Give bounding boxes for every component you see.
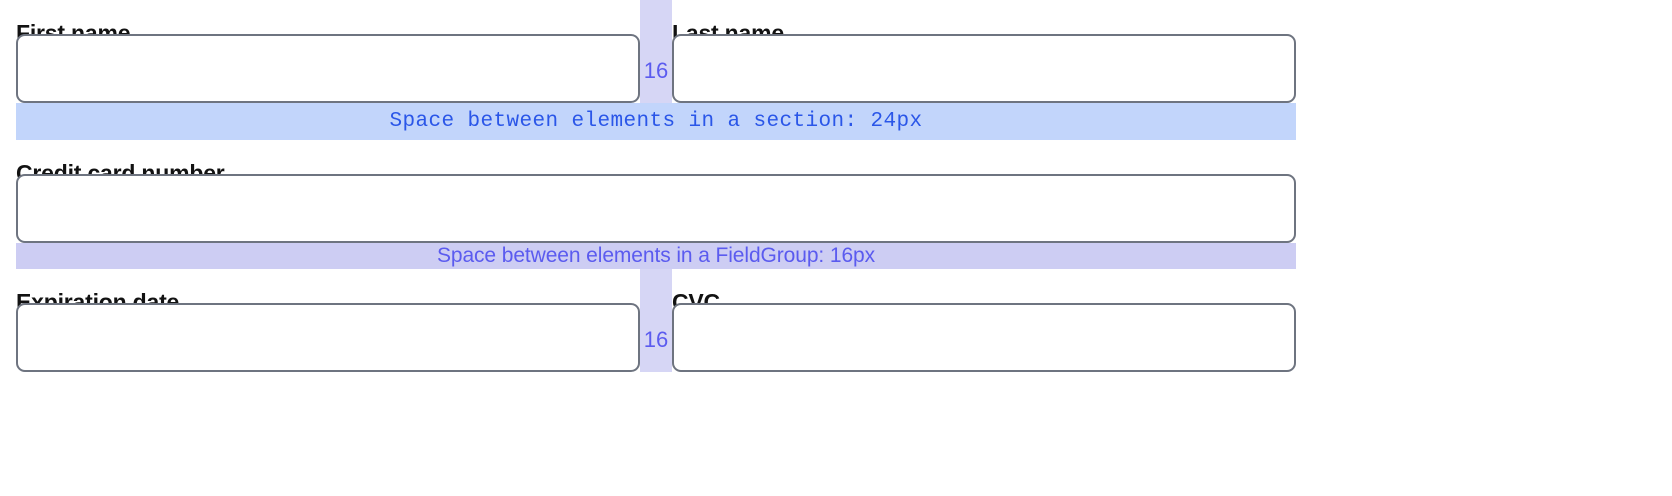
field-row-expiry-cvc: Expiration date 16 CVC <box>16 269 1296 372</box>
field-group-cvc: CVC <box>672 269 1296 372</box>
label-credit-card-number: Credit card number <box>16 160 225 186</box>
field-group-credit-card: Credit card number <box>16 140 1296 243</box>
annotation-fieldgroup-spacing: Space between elements in a FieldGroup: … <box>16 243 1296 269</box>
gutter-label-name-row: 16 <box>643 58 669 83</box>
label-last-name: Last name <box>672 20 784 46</box>
input-first-name[interactable] <box>16 34 640 103</box>
input-last-name[interactable] <box>672 34 1296 103</box>
gutter-expiry-row: 16 <box>640 269 672 372</box>
annotation-section-spacing: Space between elements in a section: 24p… <box>16 103 1296 140</box>
label-cvc: CVC <box>672 289 720 315</box>
input-cvc[interactable] <box>672 303 1296 372</box>
field-group-first-name: First name <box>16 0 640 103</box>
field-group-expiration-date: Expiration date <box>16 269 640 372</box>
annotation-fieldgroup-spacing-text: Space between elements in a FieldGroup: … <box>436 244 876 267</box>
field-row-credit-card: Credit card number <box>16 140 1296 243</box>
gutter-label-expiry-row: 16 <box>643 327 669 352</box>
field-group-last-name: Last name <box>672 0 1296 103</box>
label-first-name: First name <box>16 20 131 46</box>
field-row-name: First name 16 Last name <box>16 0 1296 103</box>
label-expiration-date: Expiration date <box>16 289 180 315</box>
gutter-name-row: 16 <box>640 0 672 103</box>
form-content: First name 16 Last name Space between el… <box>16 0 1296 372</box>
input-credit-card-number[interactable] <box>16 174 1296 243</box>
input-expiration-date[interactable] <box>16 303 640 372</box>
annotation-section-spacing-text: Space between elements in a section: 24p… <box>389 110 923 133</box>
